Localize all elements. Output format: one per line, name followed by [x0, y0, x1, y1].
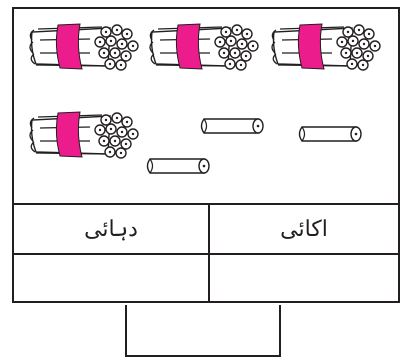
bundle-of-ten-2: [150, 24, 258, 70]
loose-stick-1: [202, 119, 264, 133]
ones-header: اکائی: [210, 205, 398, 253]
bundle-of-ten-1: [30, 24, 138, 70]
loose-stick-2: [300, 127, 362, 141]
bundle-of-ten-3: [272, 24, 380, 70]
total-answer-box[interactable]: [125, 305, 281, 357]
ones-answer-cell[interactable]: [210, 255, 398, 301]
loose-stick-3: [148, 159, 210, 173]
bundle-of-ten-4: [30, 112, 138, 158]
tens-header: دہائی: [14, 205, 208, 253]
tens-answer-cell[interactable]: [14, 255, 208, 301]
